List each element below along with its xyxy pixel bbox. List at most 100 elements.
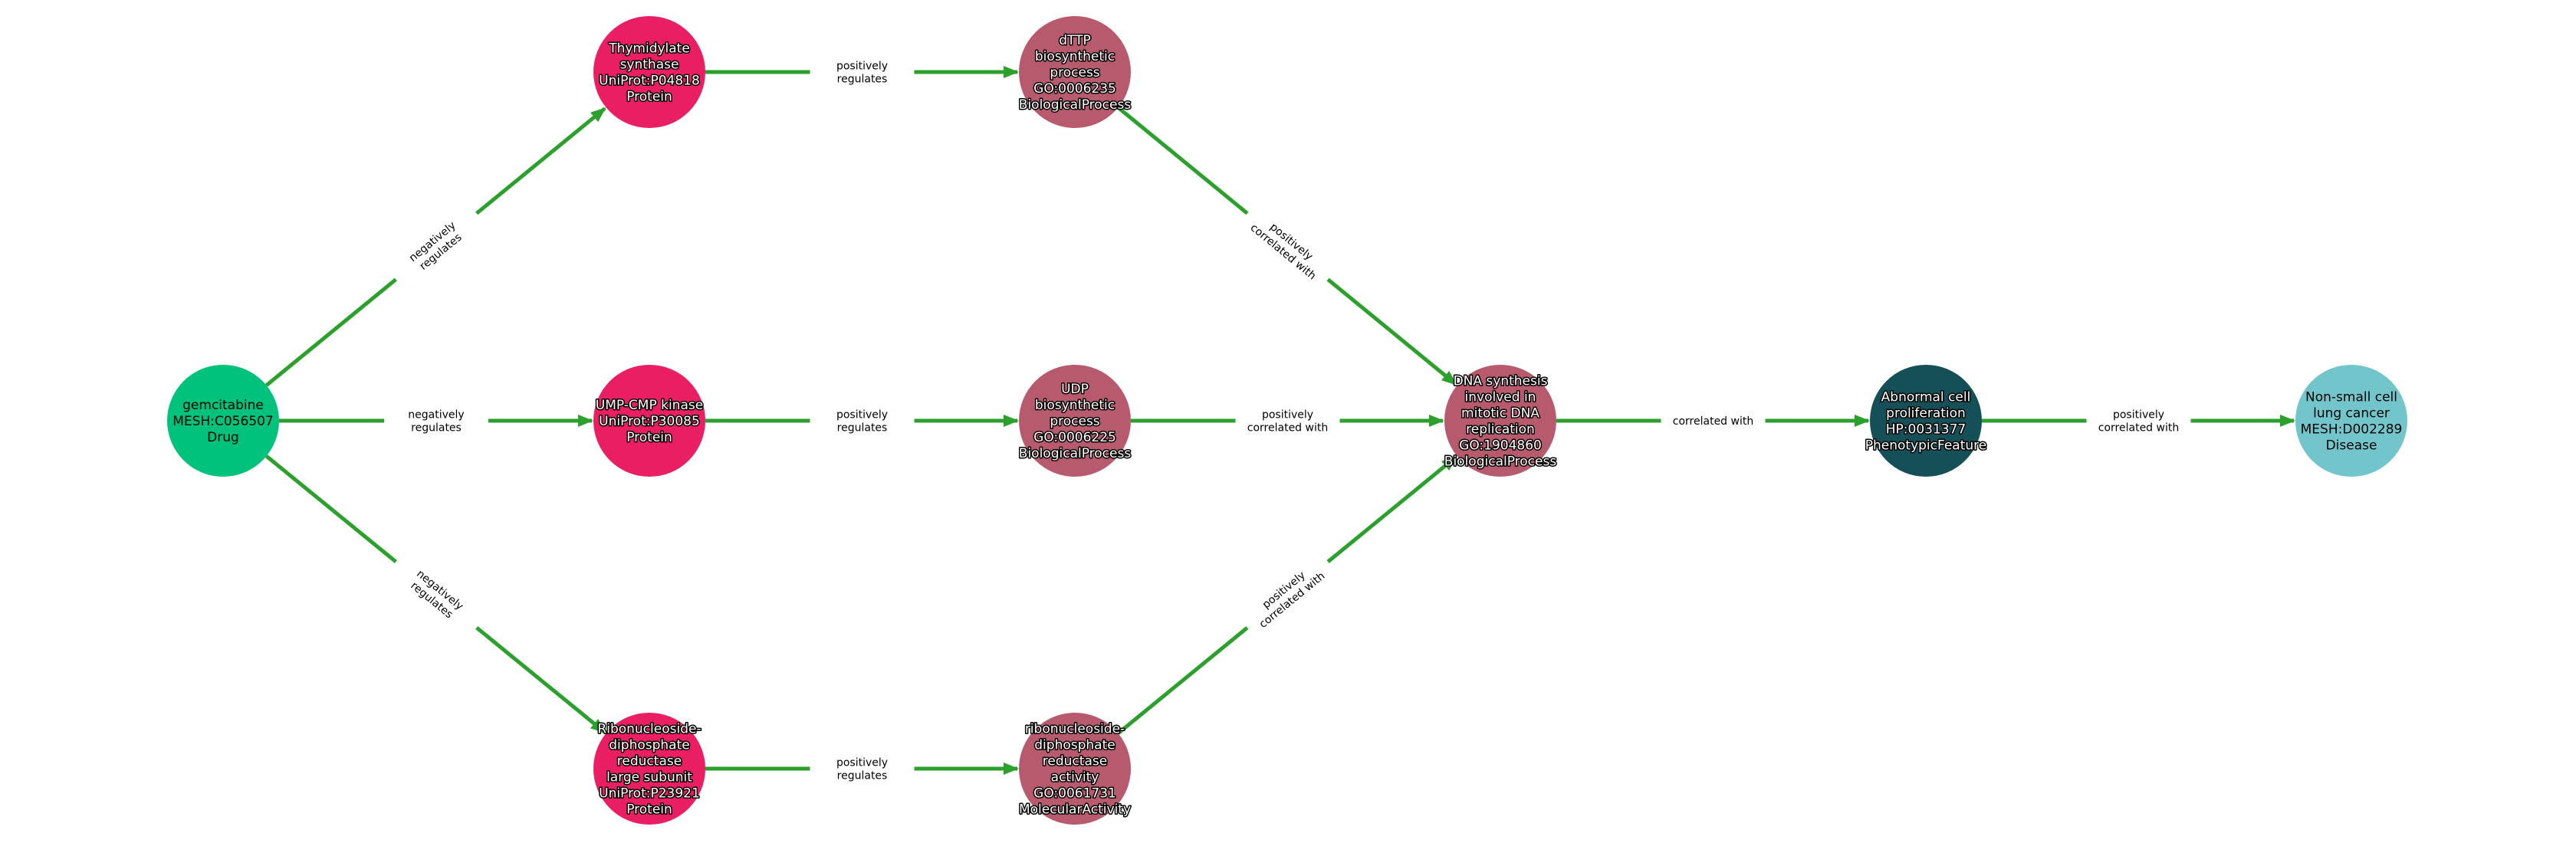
node-label: Disease	[2326, 438, 2377, 454]
node-dttp[interactable]: dTTPbiosyntheticprocessGO:0006235Biologi…	[1017, 16, 1132, 128]
node-label: UniProt:P30085	[599, 414, 700, 429]
node-label: GO:0061731	[1033, 786, 1116, 802]
node-label: diphosphate	[1034, 738, 1115, 753]
node-circle[interactable]	[2295, 365, 2407, 477]
node-circle[interactable]	[593, 713, 705, 825]
node-label: UniProt:P23921	[599, 786, 700, 802]
edge-label-background	[386, 201, 487, 292]
node-label: GO:0006225	[1033, 430, 1116, 445]
node-label: Protein	[626, 90, 672, 105]
edge-label-background	[1661, 411, 1766, 431]
edge-label-text: negatively	[408, 409, 464, 422]
node-label: large subunit	[606, 770, 692, 786]
node-label: HP:0031377	[1886, 422, 1966, 438]
node-label: synthase	[620, 57, 679, 73]
node-label: MESH:C056507	[172, 414, 273, 429]
node-label: mitotic DNA	[1461, 406, 1539, 422]
node-circle[interactable]	[1019, 16, 1131, 128]
node-label: GO:1904860	[1459, 438, 1542, 454]
node-label: activity	[1051, 770, 1099, 786]
edge-label-background	[2086, 405, 2191, 437]
edge-label-background	[810, 405, 915, 437]
node-circle[interactable]	[1019, 365, 1131, 477]
node-label: BiologicalProcess	[1019, 97, 1132, 113]
edge-label-background	[1237, 549, 1339, 641]
node-label: biosynthetic	[1035, 398, 1115, 413]
node-label: Protein	[626, 802, 672, 818]
node-label: reductase	[617, 754, 682, 769]
edge-label-text: positively	[836, 757, 888, 769]
node-circle[interactable]	[1870, 365, 1982, 477]
node-label: MESH:D002289	[2301, 422, 2403, 438]
node-label: dTTP	[1059, 33, 1091, 48]
edge-label: correlated with	[1661, 411, 1766, 431]
node-label: Abnormal cell	[1881, 390, 1971, 405]
node-label: lung cancer	[2313, 406, 2390, 422]
node-label: DNA synthesis	[1454, 374, 1548, 389]
node-label: diphosphate	[609, 738, 689, 753]
edge-label-text: positively	[836, 409, 888, 422]
edge-label-background	[384, 405, 488, 437]
edge-label-text: regulates	[837, 74, 888, 86]
edge-label-text: correlated with	[1247, 422, 1328, 435]
node-circle[interactable]	[593, 16, 705, 128]
edge-label-text: regulates	[837, 770, 888, 782]
node-udp[interactable]: UDPbiosyntheticprocessGO:0006225Biologic…	[1017, 365, 1132, 477]
edge-label-text: regulates	[411, 422, 462, 435]
node-label: Thymidylate	[608, 41, 690, 57]
node-label: UMP-CMP kinase	[596, 398, 703, 413]
node-label: replication	[1466, 422, 1535, 438]
node-circle[interactable]	[167, 365, 279, 477]
node-label: reductase	[1043, 754, 1107, 769]
node-label: Drug	[207, 430, 239, 445]
node-label: UDP	[1061, 382, 1089, 397]
edge-label-text: regulates	[837, 422, 888, 435]
node-label: Non-small cell	[2305, 390, 2397, 405]
node-label: Protein	[626, 430, 672, 445]
node-label: involved in	[1465, 390, 1536, 405]
node-label: ribonucleoside-	[1025, 722, 1125, 737]
edge-label-text: positively	[2113, 409, 2164, 422]
node-label: Ribonucleoside-	[597, 722, 701, 737]
edge-label-background	[810, 753, 915, 785]
node-label: BiologicalProcess	[1444, 454, 1557, 470]
node-rnr[interactable]: ribonucleoside-diphosphatereductaseactiv…	[1017, 713, 1132, 825]
node-rrm1[interactable]: Ribonucleoside-diphosphatereductaselarge…	[593, 713, 705, 825]
node-acp[interactable]: Abnormal cellproliferationHP:0031377Phen…	[1864, 365, 1988, 477]
edge-label-background	[1237, 201, 1339, 292]
edge-label-text: correlated with	[1673, 415, 1753, 428]
edge-label-background	[1235, 405, 1340, 437]
node-label: proliferation	[1886, 406, 1966, 422]
node-label: PhenotypicFeature	[1865, 438, 1987, 454]
node-label: gemcitabine	[182, 398, 264, 413]
node-circle[interactable]	[593, 365, 705, 477]
node-label: biosynthetic	[1035, 49, 1115, 64]
node-label: UniProt:P04818	[599, 74, 700, 89]
node-label: GO:0006235	[1033, 81, 1116, 97]
node-circle[interactable]	[1019, 713, 1131, 825]
node-label: MolecularActivity	[1019, 802, 1131, 818]
node-label: process	[1050, 65, 1099, 80]
edge-label-background	[810, 56, 915, 88]
node-circle[interactable]	[1444, 365, 1556, 477]
edge-label-background	[386, 549, 487, 641]
node-label: BiologicalProcess	[1019, 446, 1132, 461]
edge-label-text: positively	[1262, 409, 1313, 422]
